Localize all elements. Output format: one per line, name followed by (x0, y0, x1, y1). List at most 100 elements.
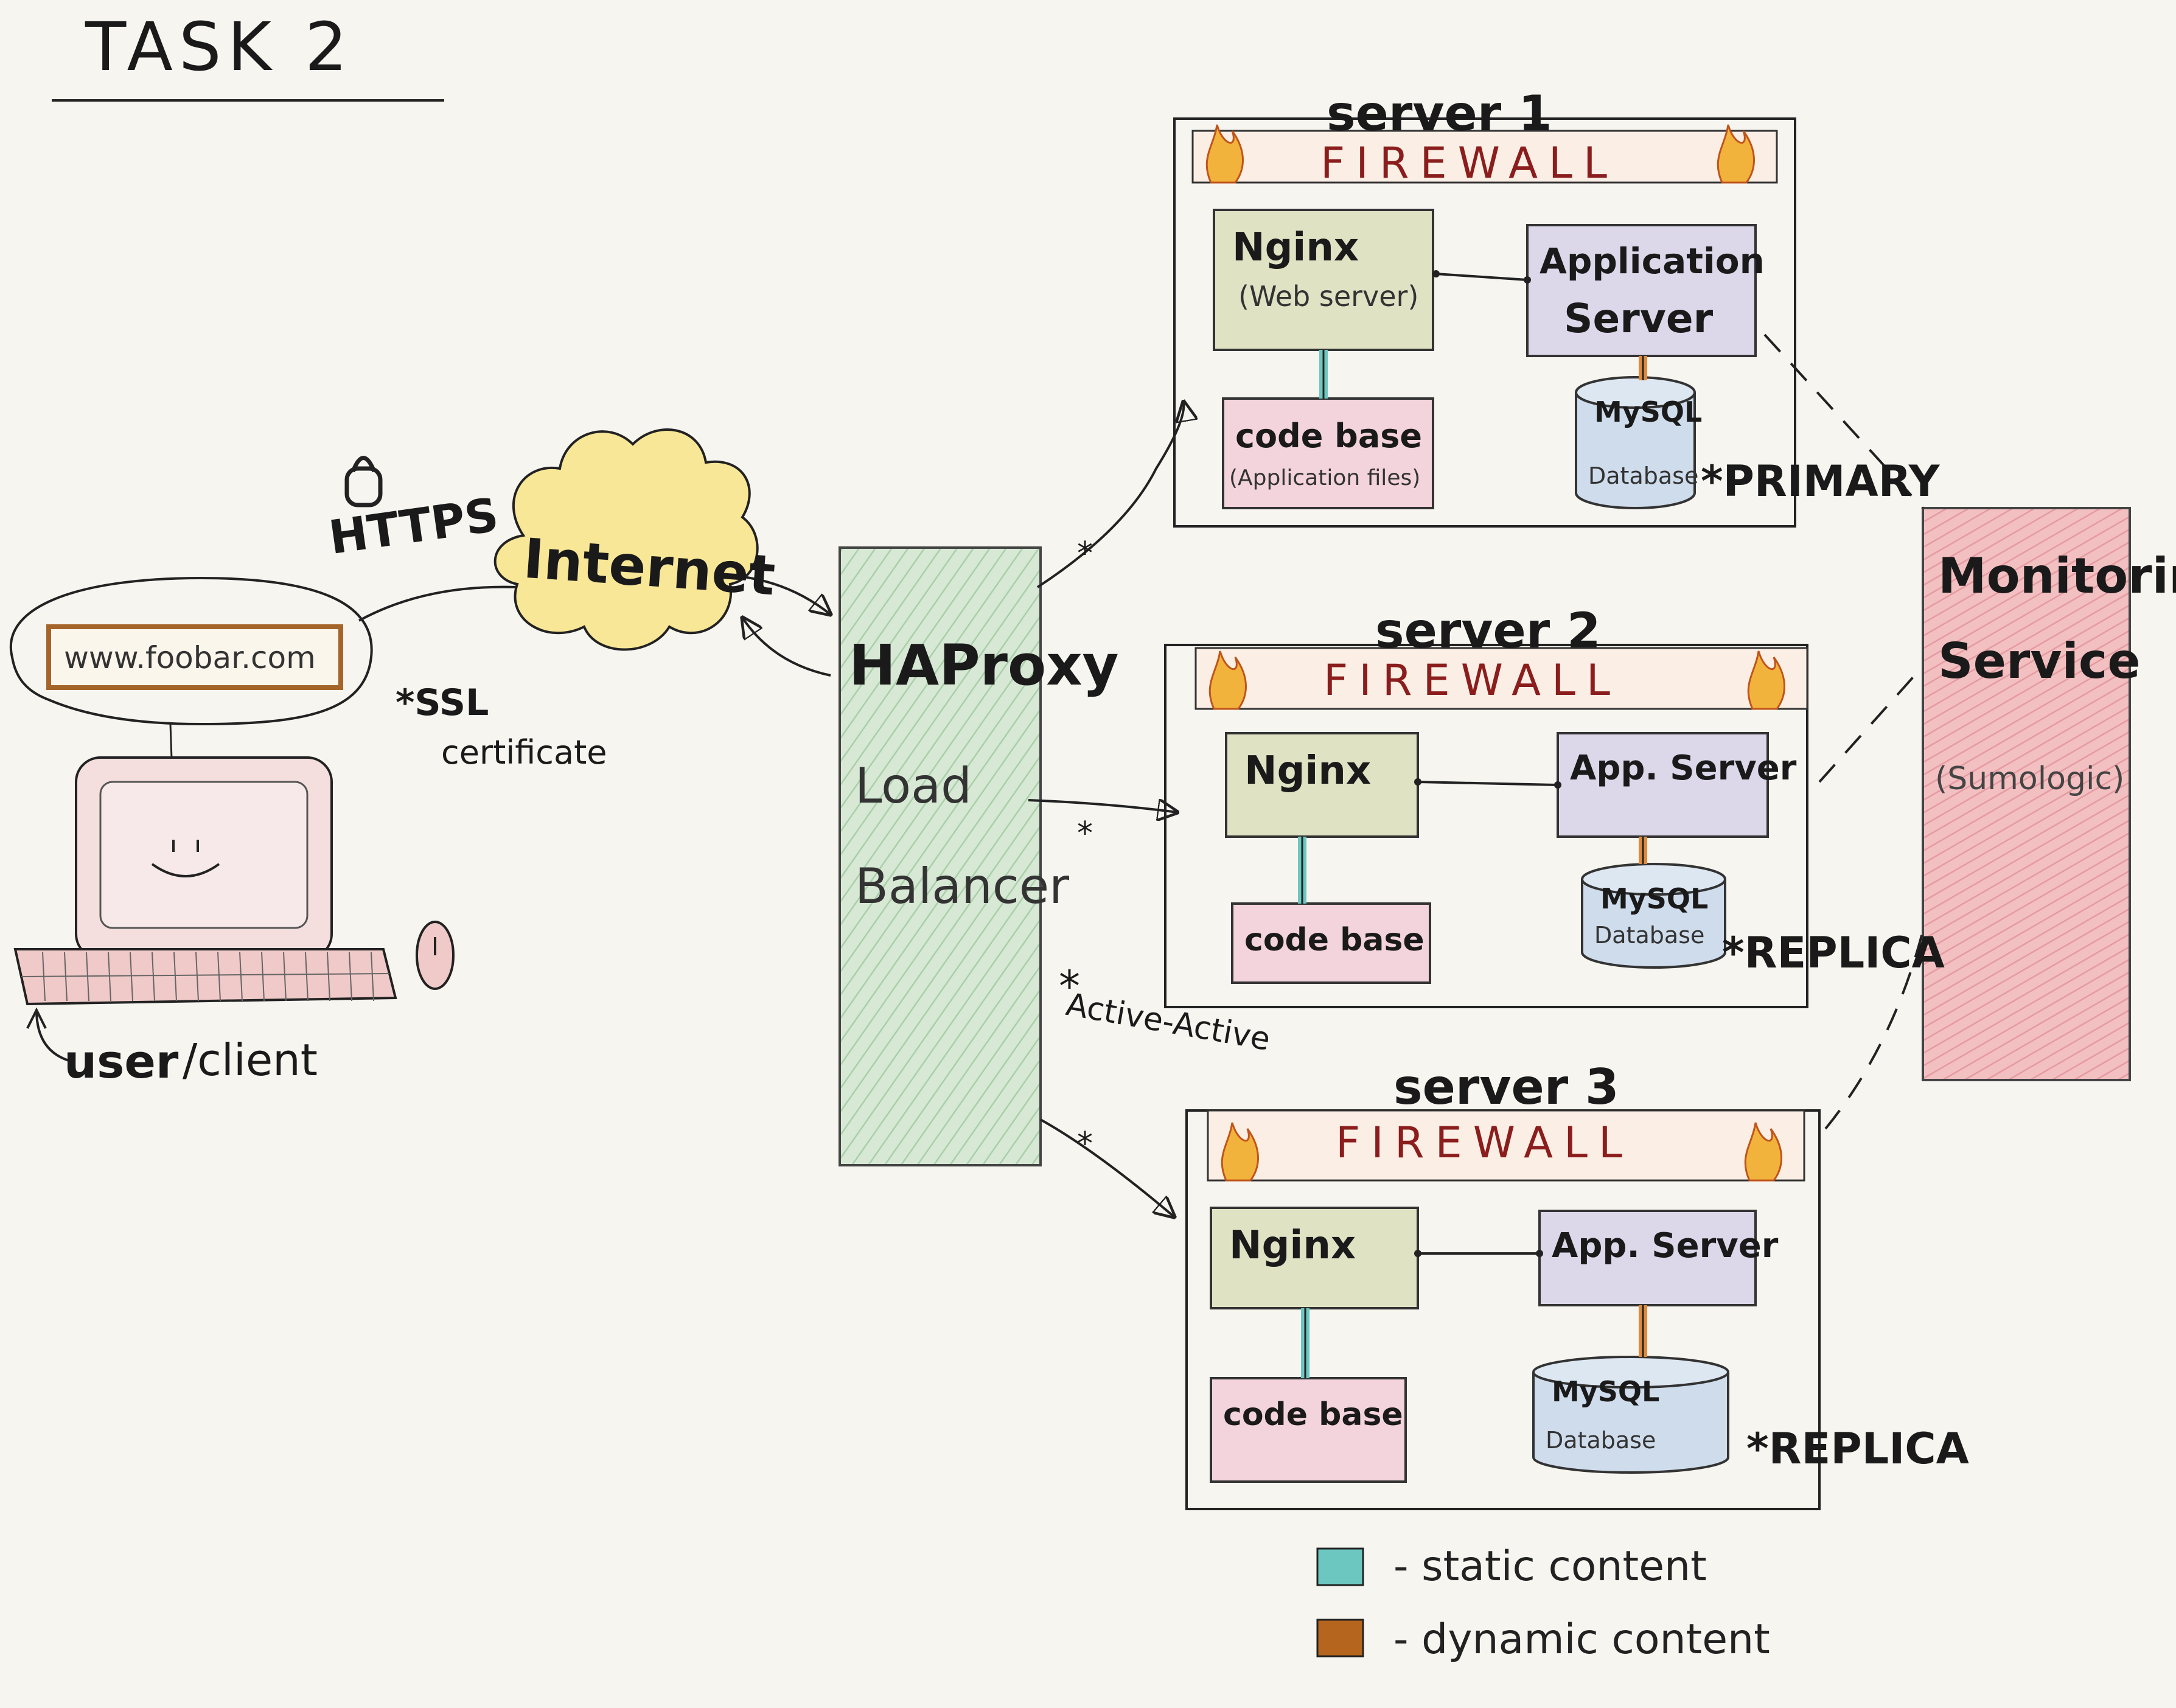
server-3-code-label: code base (1223, 1396, 1403, 1433)
connector-dot (1432, 270, 1440, 277)
monitoring-service-box[interactable] (1922, 507, 2131, 1081)
server-1-code-base[interactable] (1222, 397, 1434, 509)
lb-to-server2-arrow (1028, 800, 1177, 812)
monitoring-sub: (Sumologic) (1935, 761, 2125, 797)
lb-arrow3-star: * (1077, 1126, 1093, 1162)
server-3-nginx-label: Nginx (1229, 1223, 1356, 1268)
connector-dot (1536, 1250, 1543, 1257)
connector-dot (1414, 1250, 1421, 1257)
server-1-frame[interactable] (1173, 117, 1796, 528)
server-2 (1164, 644, 1808, 1008)
keyboard-key-divider (152, 952, 155, 1002)
keyboard-key-divider (173, 952, 177, 1002)
server-3-code-base[interactable] (1210, 1377, 1407, 1483)
server-2-app-server[interactable] (1557, 732, 1769, 838)
server-1-database[interactable] (1575, 392, 1696, 509)
server-3 (1185, 1109, 1821, 1510)
user-label: user (64, 1034, 179, 1089)
lb-line1: Load (855, 758, 972, 814)
server-3-db-sub: Database (1546, 1427, 1656, 1454)
server-1-database-top (1575, 376, 1696, 409)
lb-arrow2-star: * (1077, 815, 1093, 852)
lock-icon (344, 456, 383, 507)
server-1-db-label: MySQL (1594, 396, 1703, 428)
server-2-role: *REPLICA (1722, 928, 1945, 978)
server-3-firewall-label: FIREWALL (1336, 1118, 1634, 1168)
legend-static-swatch (1316, 1547, 1364, 1586)
keyboard-key-divider (283, 952, 287, 1002)
keyboard-key-divider (261, 952, 265, 1002)
server-3-nginx[interactable] (1210, 1207, 1419, 1309)
server-1-nginx[interactable] (1213, 209, 1434, 351)
server-2-database[interactable] (1581, 879, 1726, 969)
flame-icon (1205, 124, 1244, 184)
lb-mode-star: * (1059, 961, 1080, 1011)
smiley-icon (151, 863, 220, 877)
lb-to-server3-arrow (1040, 1118, 1174, 1217)
server-2-nginx-label: Nginx (1244, 748, 1372, 793)
server-1-firewall (1191, 130, 1778, 184)
server-1-app-line2: Server (1564, 295, 1714, 342)
nginx-app-connector (1417, 781, 1558, 786)
connector-dot (1524, 276, 1531, 284)
keyboard-row-divider (21, 973, 390, 977)
keyboard-key-divider (217, 952, 221, 1002)
server-1-app-server[interactable] (1526, 224, 1757, 357)
server-2-app-line1: App. Server (1570, 748, 1797, 788)
internet-cloud (493, 428, 759, 651)
server-2-frame[interactable] (1164, 644, 1808, 1008)
monitoring-line1: Monitoring (1938, 548, 2176, 604)
url-text: www.foobar.com (64, 640, 316, 675)
keyboard-key-divider (371, 952, 374, 1002)
keyboard-key-divider (349, 952, 352, 1002)
server-2-firewall (1194, 647, 1808, 710)
server-1-code-label: code base (1235, 417, 1423, 455)
server-2-code-label: code base (1244, 922, 1425, 958)
server-3-db-label: MySQL (1552, 1375, 1660, 1408)
user-pointer-arrowhead (26, 1007, 47, 1029)
flame-icon (1221, 1122, 1259, 1182)
legend-static-label: - static content (1393, 1542, 1707, 1591)
connector-dot (1414, 778, 1421, 786)
server-1 (1173, 117, 1796, 528)
server-1-db-sub: Database (1588, 462, 1699, 489)
page-title: TASK 2 (85, 8, 354, 86)
server-1-nginx-sub: (Web server) (1238, 280, 1419, 313)
server-2-db-label: MySQL (1600, 882, 1709, 915)
ssl-label: *SSL (396, 681, 489, 724)
load-balancer-box[interactable] (839, 546, 1042, 1166)
server-2-db-sub: Database (1594, 922, 1705, 949)
server-3-app-line1: App. Server (1552, 1226, 1779, 1266)
server-3-firewall (1207, 1109, 1805, 1182)
server-1-nginx-label: Nginx (1232, 225, 1359, 270)
flame-icon (1747, 650, 1785, 710)
url-bar[interactable] (46, 624, 343, 690)
server-3-app-server[interactable] (1538, 1210, 1757, 1306)
server-1-app-line1: Application (1540, 240, 1765, 282)
server-2-code-base[interactable] (1231, 902, 1431, 984)
legend-dynamic-swatch (1316, 1619, 1364, 1657)
client-label: /client (183, 1034, 318, 1086)
server-3-title: server 3 (1393, 1059, 1619, 1115)
flame-icon (1744, 1122, 1782, 1182)
server-2-database-top (1581, 863, 1726, 896)
lb-to-internet-arrow (742, 618, 831, 677)
monitoring-line2: Service (1938, 633, 2141, 689)
server-3-database-top (1532, 1356, 1729, 1389)
server-3-role: *REPLICA (1746, 1424, 1969, 1474)
server-2-firewall-label: FIREWALL (1323, 655, 1622, 705)
monitor-screen (99, 781, 309, 929)
keyboard-key-divider (130, 952, 133, 1002)
keyboard-key-divider (239, 952, 243, 1002)
flame-icon (1208, 650, 1247, 710)
server-2-nginx[interactable] (1225, 732, 1419, 838)
nginx-app-connector (1435, 273, 1528, 281)
lb-to-server1-arrow (1036, 402, 1184, 588)
keyboard-key-divider (195, 952, 199, 1002)
user-pointer-arrow (35, 1009, 74, 1063)
speech-bubble (10, 576, 373, 726)
server-1-code-sub: (Application files) (1229, 465, 1421, 490)
server-3-database[interactable] (1532, 1372, 1729, 1474)
servers-group (1164, 117, 1821, 1510)
